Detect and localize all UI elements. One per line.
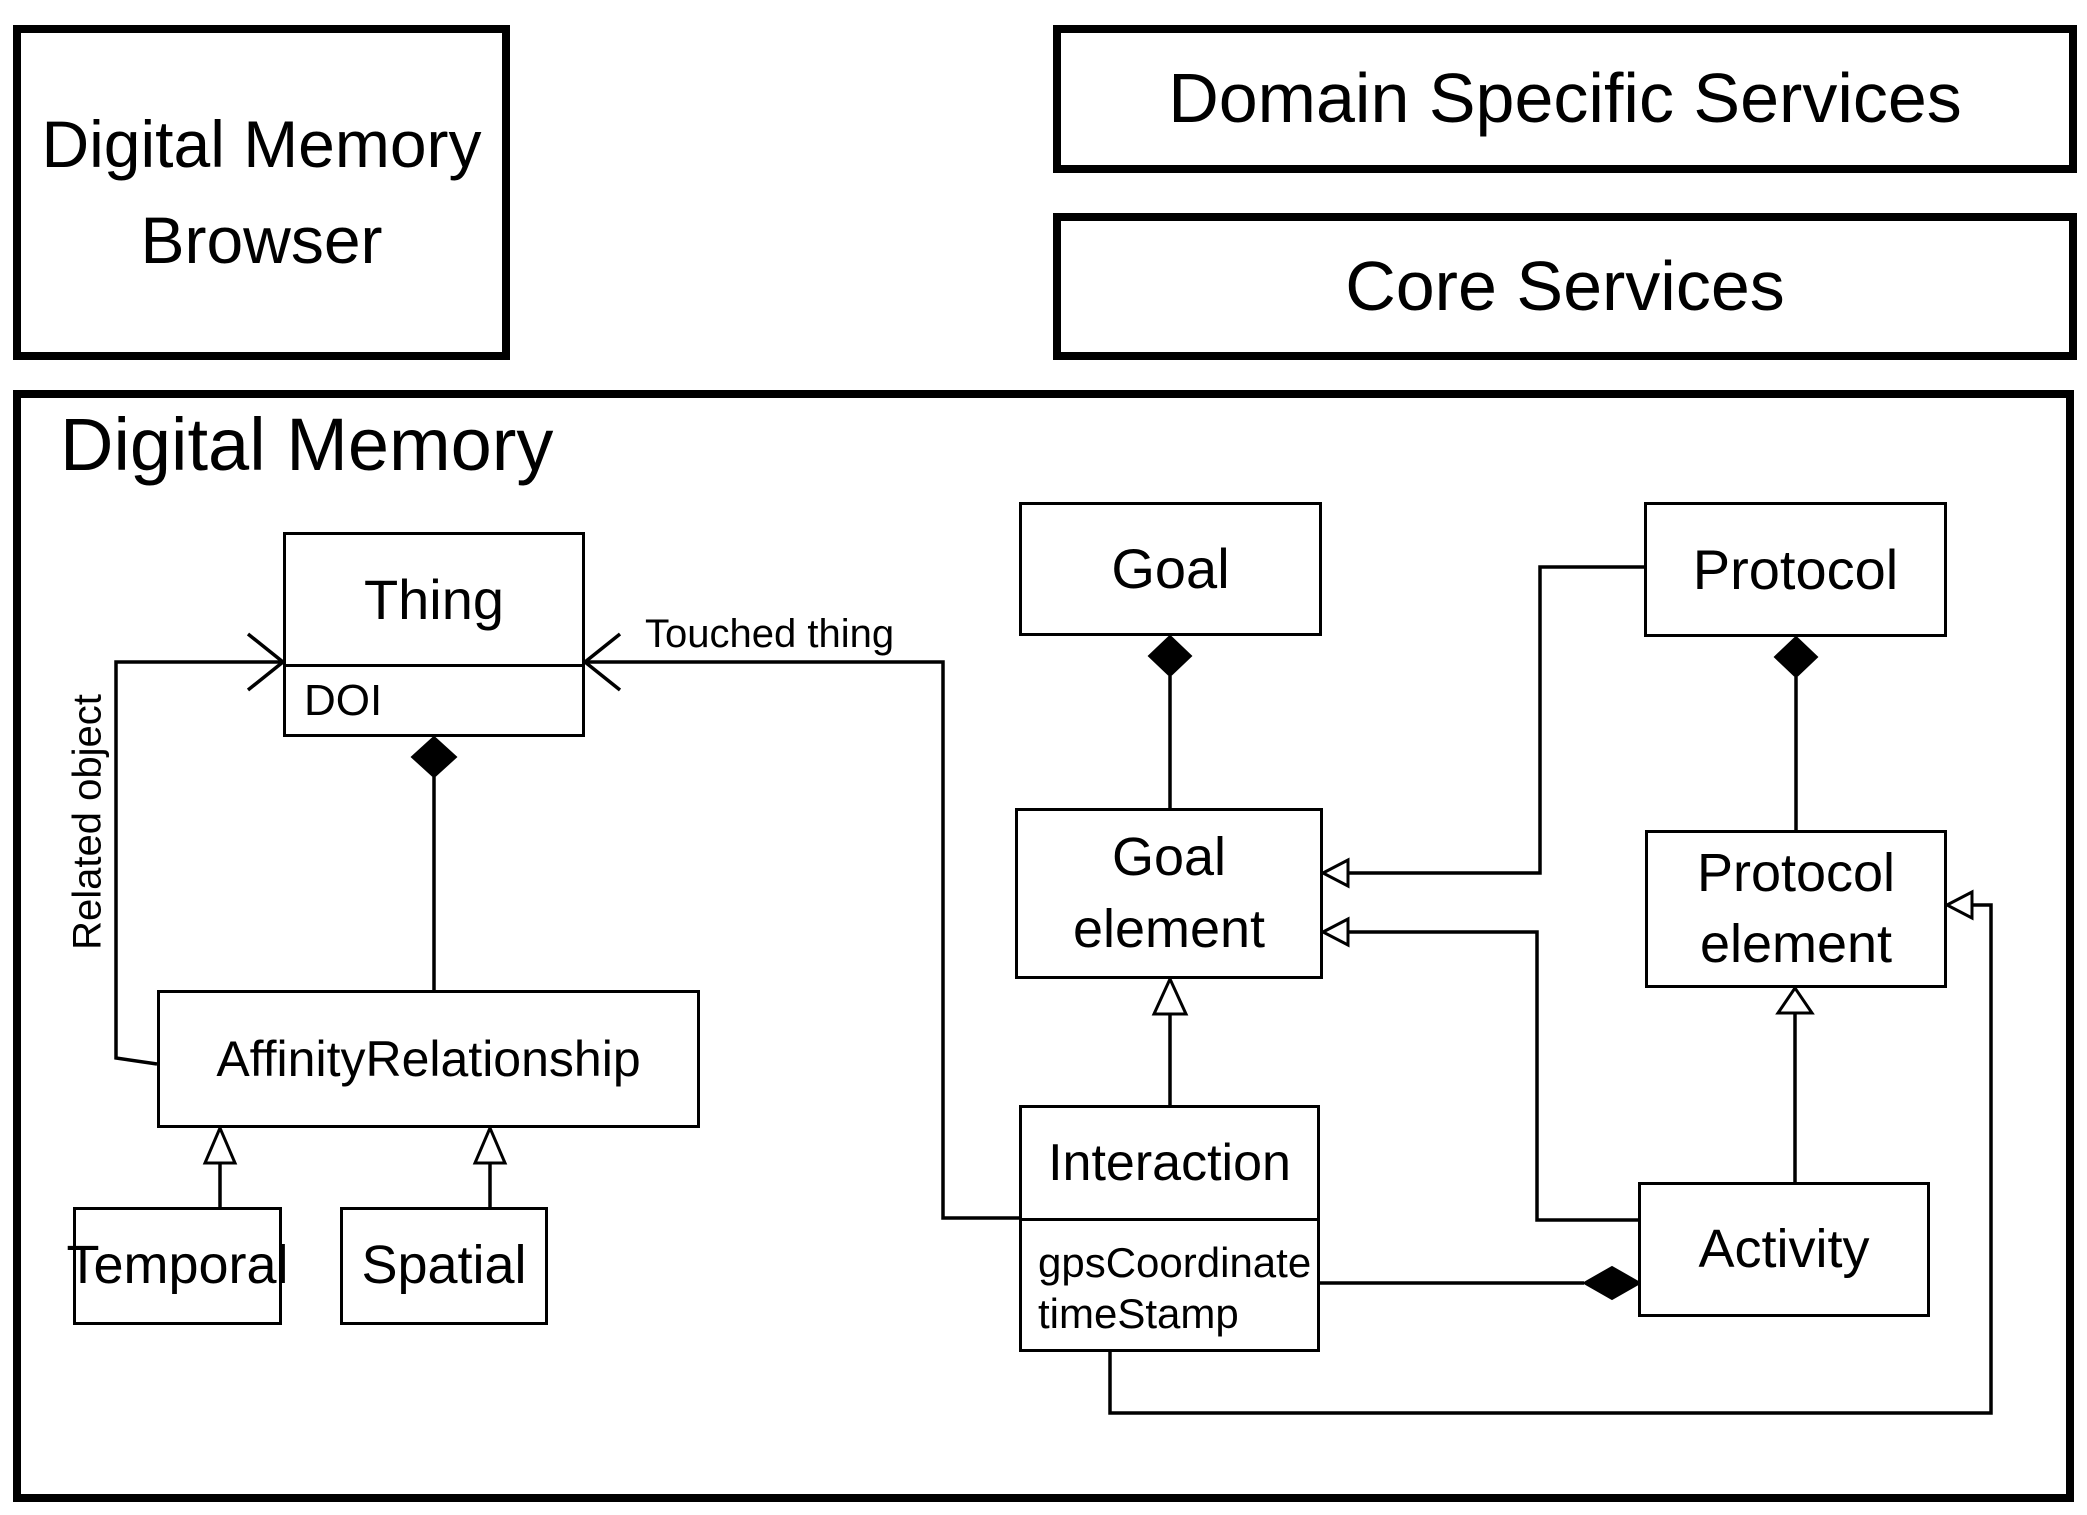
class-protocol: Protocol [1644, 502, 1947, 637]
class-thing-attributes: DOI [286, 664, 582, 734]
browser-label-line2: Browser [140, 202, 383, 277]
class-protocol-element-name: Protocol element [1696, 842, 1896, 974]
class-affinity-relationship-name: AffinityRelationship [216, 1031, 641, 1087]
class-thing: Thing DOI [283, 532, 585, 737]
related-object-label: Related object [65, 694, 110, 950]
class-activity-name: Activity [1698, 1218, 1870, 1279]
panel-digital-memory-browser: Digital Memory Browser [13, 25, 510, 360]
class-temporal: Temporal [66, 1207, 289, 1325]
panel-digital-memory-browser-label: Digital Memory Browser [41, 97, 481, 288]
class-temporal-name: Temporal [66, 1235, 289, 1296]
class-spatial: Spatial [340, 1207, 548, 1325]
class-protocol-element: Protocol element [1645, 830, 1947, 988]
attribute-gps-coordinate: gpsCoordinate [1038, 1239, 1312, 1286]
class-goal-element-name: Goal element [1072, 827, 1266, 959]
attribute-timestamp: timeStamp [1038, 1290, 1239, 1338]
attribute-doi: DOI [304, 676, 383, 725]
class-protocol-name: Protocol [1692, 537, 1899, 601]
panel-core-services: Core Services [1053, 213, 2077, 360]
class-goal: Goal [1019, 502, 1322, 636]
class-activity: Activity [1638, 1182, 1930, 1317]
domain-services-label: Domain Specific Services [1168, 59, 1962, 138]
class-spatial-name: Spatial [361, 1235, 527, 1296]
browser-label-line1: Digital Memory [41, 106, 482, 181]
class-goal-name: Goal [1111, 537, 1230, 601]
touched-thing-label: Touched thing [645, 612, 895, 656]
class-thing-name: Thing [363, 567, 505, 631]
class-interaction-name: Interaction [1048, 1133, 1291, 1192]
class-affinity-relationship: AffinityRelationship [157, 990, 700, 1128]
class-goal-element: Goal element [1015, 808, 1323, 979]
class-interaction-attributes: gpsCoordinate timeStamp [1022, 1218, 1317, 1349]
panel-domain-specific-services: Domain Specific Services [1053, 25, 2077, 173]
class-interaction: Interaction gpsCoordinate timeStamp [1019, 1105, 1320, 1352]
core-services-label: Core Services [1345, 246, 1785, 325]
digital-memory-title: Digital Memory [60, 403, 554, 486]
